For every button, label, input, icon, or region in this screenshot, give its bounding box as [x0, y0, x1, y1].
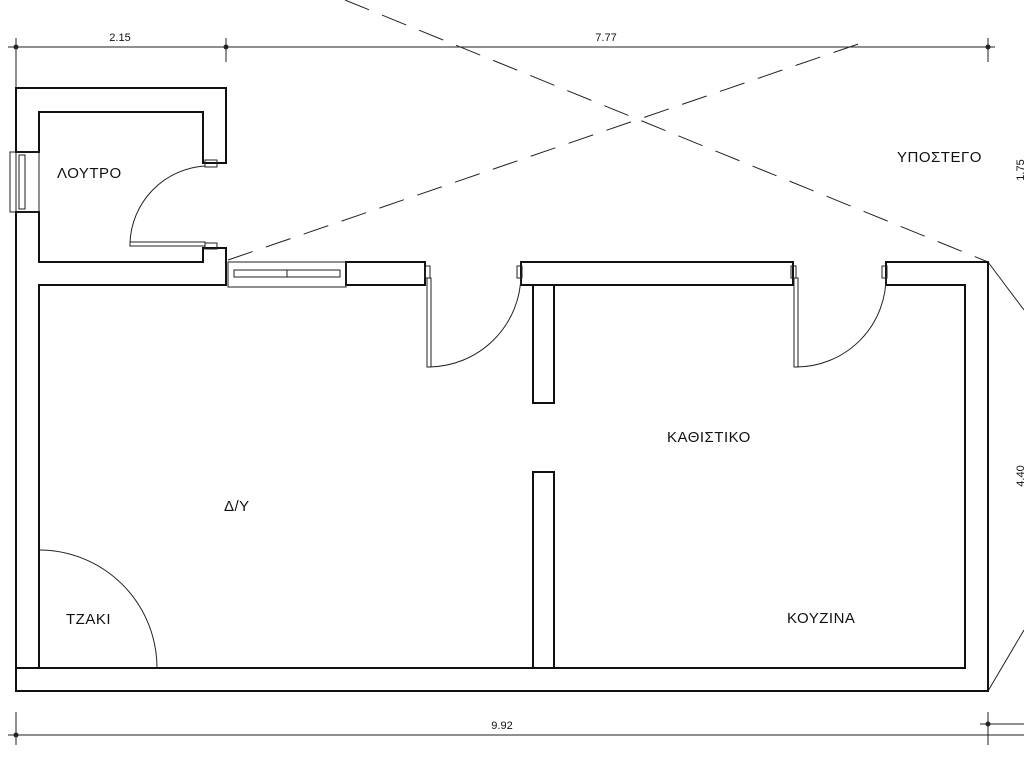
entrance-door	[424, 265, 523, 368]
dimension-lines	[8, 38, 1024, 745]
kitchen-door	[790, 265, 888, 368]
dimension-top-left: 2.15	[109, 32, 130, 44]
room-label-fireplace: ΤΖΑΚΙ	[66, 611, 111, 628]
dimension-right-upper: 1.75	[1015, 159, 1024, 180]
room-label-dining: Δ/Υ	[224, 498, 250, 515]
roof-outline-lines	[227, 0, 1024, 692]
dimension-right-lower: 4.40	[1015, 465, 1024, 486]
main-walls	[15, 261, 989, 692]
dimension-top-right: 7.77	[595, 32, 616, 44]
bathroom-door	[129, 165, 206, 247]
dimension-bottom: 9.92	[491, 720, 512, 732]
room-label-bathroom: ΛΟΥΤΡΟ	[57, 165, 122, 182]
room-label-living-room: ΚΑΘΙΣΤΙΚΟ	[667, 429, 751, 446]
room-label-kitchen: ΚΟΥΖΙΝΑ	[787, 610, 855, 627]
bathroom-window	[9, 151, 40, 213]
room-label-shelter: ΥΠΟΣΤΕΓΟ	[897, 149, 982, 166]
fireplace-arc	[38, 549, 158, 669]
main-window	[227, 261, 347, 288]
